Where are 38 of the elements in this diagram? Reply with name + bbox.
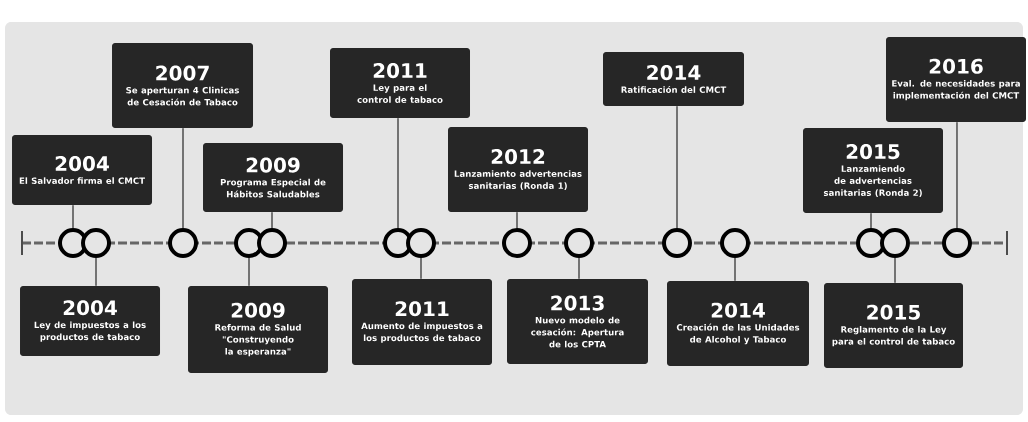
event-box: 2011 Aumento de impuestos a los productos de tabaco (352, 279, 492, 365)
event-box: 2007 Se aperturan 4 Clinicas de Cesación de Tabaco (112, 43, 253, 128)
timeline-circle (942, 228, 972, 258)
connector-line (95, 257, 97, 287)
connector-line (248, 257, 250, 287)
connector-line (676, 105, 678, 229)
connector-line (516, 211, 518, 229)
connector-line (182, 127, 184, 229)
event-box: 2009 Programa Especial de Hábitos Saludables (203, 143, 343, 212)
connector-line (578, 257, 580, 280)
connector-line (734, 257, 736, 282)
timeline-circle (662, 228, 692, 258)
timeline-circle (720, 228, 750, 258)
timeline-circle (257, 228, 287, 258)
connector-line (72, 204, 74, 229)
event-box: 2013 Nuevo modelo de cesación: Apertura de los CPTA (507, 279, 648, 364)
connector-line (956, 121, 958, 229)
timeline-circle (880, 228, 910, 258)
timeline-circle (81, 228, 111, 258)
connector-line (420, 257, 422, 280)
event-box: 2009 Reforma de Salud "Construyendo la esperanza" (188, 286, 328, 373)
connector-line (870, 212, 872, 229)
timeline-circle (406, 228, 436, 258)
event-box: 2015 Lanzamiendo de advertencias sanitarias (Ronda 2) (803, 128, 943, 213)
timeline-circle (168, 228, 198, 258)
event-box: 2014 Ratificación del CMCT (603, 52, 744, 106)
connector-line (894, 257, 896, 284)
event-box: 2004 El Salvador firma el CMCT (12, 135, 152, 205)
timeline-circle (564, 228, 594, 258)
event-box: 2015 Reglamento de la Ley para el control de tabaco (824, 283, 963, 368)
event-box: 2012 Lanzamiento advertencias sanitarias (Ronda 1) (448, 127, 588, 212)
event-box: 2016 Eval. de necesidades para implementación del CMCT (886, 37, 1026, 122)
event-box: 2004 Ley de impuestos a los productos de tabaco (20, 286, 160, 356)
timeline-circle (502, 228, 532, 258)
connector-line (271, 211, 273, 229)
event-box: 2014 Creación de las Unidades de Alcohol y Tabaco (667, 281, 809, 366)
event-box: 2011 Ley para el control de tabaco (330, 48, 470, 118)
connector-line (397, 117, 399, 229)
